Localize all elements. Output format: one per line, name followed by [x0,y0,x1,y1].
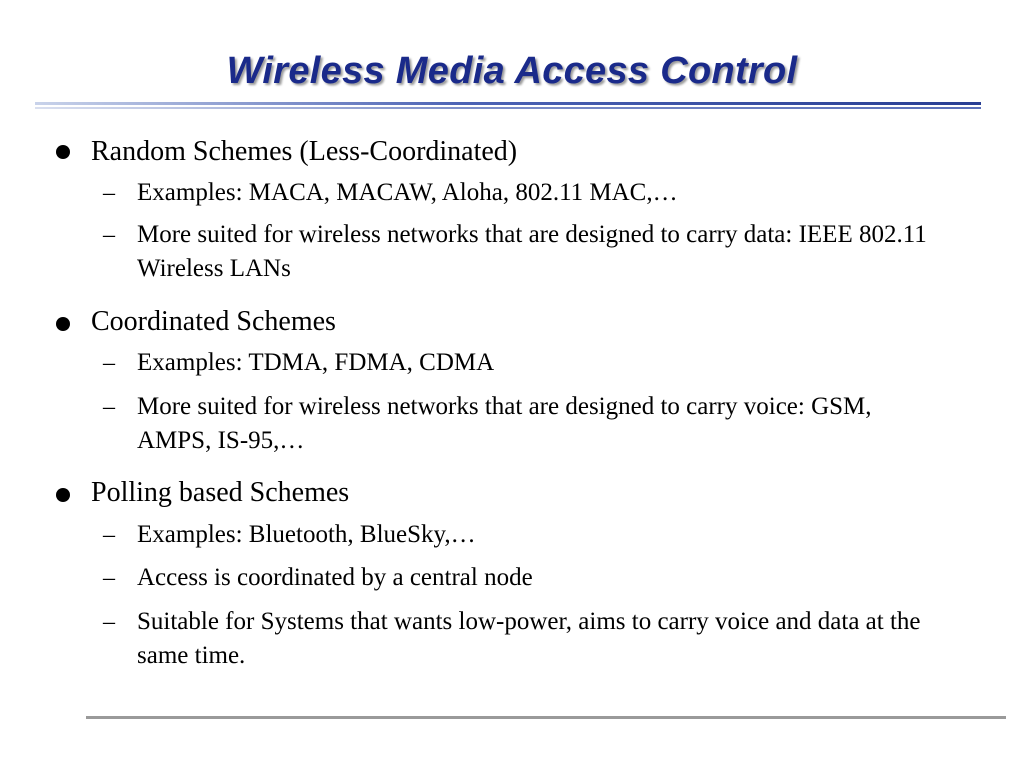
dash-icon: – [103,394,115,420]
dash-icon: – [103,565,115,591]
bullet-icon [56,317,70,331]
section-heading-random: Random Schemes (Less-Coordinated) [91,136,518,167]
list-item: Examples: MACA, MACAW, Aloha, 802.11 MAC… [137,179,678,206]
title-underline-secondary [35,107,981,109]
list-item: Examples: Bluetooth, BlueSky,… [137,521,476,548]
dash-icon: – [103,222,115,248]
list-item: Examples: TDMA, FDMA, CDMA [137,349,495,376]
list-item: More suited for wireless networks that a… [137,393,872,454]
bullet-icon [56,488,70,502]
section-heading-polling: Polling based Schemes [91,477,350,508]
list-item: Access is coordinated by a central node [137,564,533,591]
footer-rule [86,716,1006,719]
section-heading-coordinated: Coordinated Schemes [91,306,336,337]
dash-icon: – [103,522,115,548]
dash-icon: – [103,180,115,206]
list-item: More suited for wireless networks that a… [137,221,927,282]
dash-icon: – [103,350,115,376]
list-item: Suitable for Systems that wants low-powe… [137,608,921,669]
title-underline-primary [35,102,981,105]
slide-title: Wireless Media Access Control [226,50,798,92]
dash-icon: – [103,609,115,635]
bullet-icon [56,145,70,159]
